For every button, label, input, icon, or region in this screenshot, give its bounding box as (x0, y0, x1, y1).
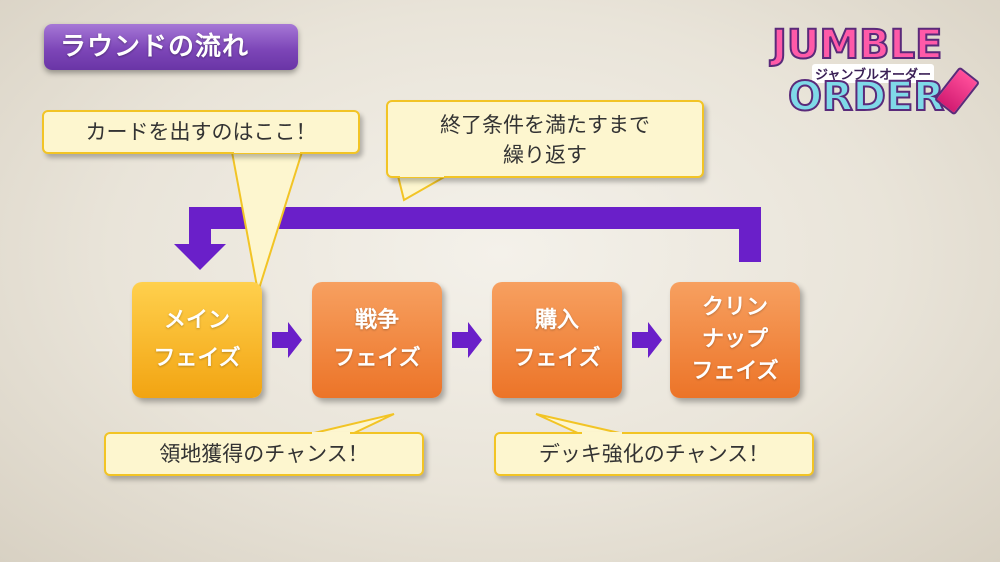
phase-main-line1: メイン (163, 308, 230, 333)
phase-cleanup-line3: フェイズ (691, 359, 779, 384)
callout-card-play: カードを出すのはここ！ (42, 110, 360, 154)
logo-subtitle: ジャンブルオーダー (812, 64, 934, 83)
arrow-buy-to-cleanup (632, 322, 662, 358)
callout-repeat-line1: 終了条件を満たすまで (440, 113, 650, 137)
phase-buy-line2: フェイズ (513, 346, 601, 371)
phase-main: メイン フェイズ (132, 282, 262, 398)
callout-deck-text: デッキ強化のチャンス！ (538, 442, 770, 466)
phase-cleanup-line2: ナップ (701, 327, 768, 352)
loop-back-arrowhead (174, 244, 226, 270)
phase-buy-line1: 購入 (534, 308, 579, 333)
phase-main-line2: フェイズ (153, 346, 241, 371)
logo-line1: JUMBLE (771, 21, 943, 69)
phase-cleanup: クリン ナップ フェイズ (670, 282, 800, 398)
loop-back-arrow (189, 207, 761, 262)
callout-repeat-line2: 繰り返す (503, 143, 587, 167)
callout-territory: 領地獲得のチャンス！ (104, 432, 424, 476)
phase-war-line1: 戦争 (354, 308, 399, 333)
arrow-main-to-war (272, 322, 302, 358)
page-title: ラウンドの流れ (44, 24, 298, 70)
game-logo: JUMBLE ジャンブルオーダー ORDER (768, 21, 981, 122)
arrow-war-to-buy (452, 322, 482, 358)
phase-war-line2: フェイズ (333, 346, 421, 371)
phase-cleanup-line1: クリン (701, 295, 768, 320)
callout-territory-text: 領地獲得のチャンス！ (159, 442, 369, 466)
phase-war: 戦争 フェイズ (312, 282, 442, 398)
callout-card-play-text: カードを出すのはここ！ (85, 120, 317, 144)
callout-deck: デッキ強化のチャンス！ (494, 432, 814, 476)
callout-repeat: 終了条件を満たすまで 繰り返す (386, 100, 704, 178)
phase-buy: 購入 フェイズ (492, 282, 622, 398)
logo-line2: ORDER (787, 73, 945, 121)
